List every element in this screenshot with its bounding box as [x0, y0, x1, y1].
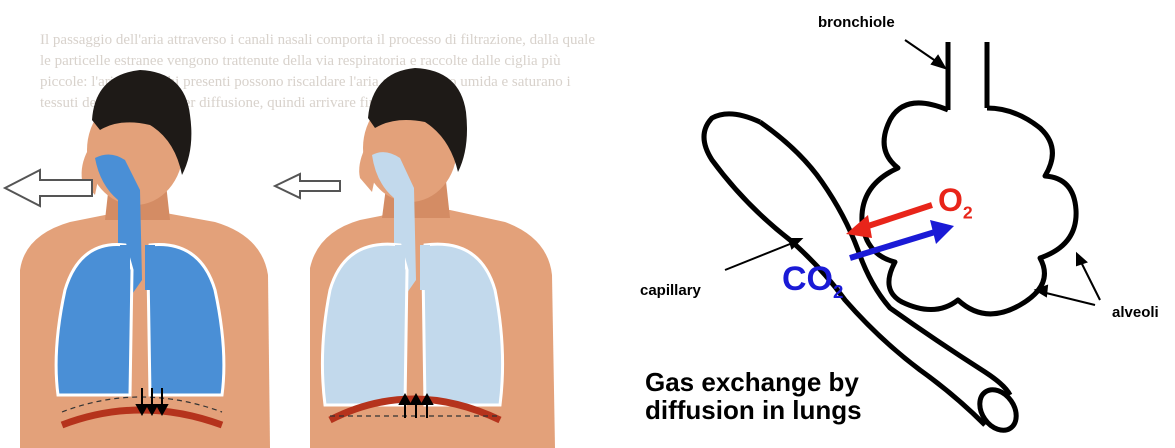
co2-label: CO2	[782, 260, 843, 303]
o2-label: O2	[938, 182, 973, 223]
o2-arrow	[846, 205, 932, 238]
diagram-title: Gas exchange by diffusion in lungs	[645, 368, 862, 424]
title-line-2: diffusion in lungs	[645, 396, 862, 424]
bronchiole-label: bronchiole	[818, 14, 895, 31]
alveolus-outline	[862, 42, 1076, 314]
alveoli-label: alveoli	[1112, 304, 1159, 321]
capillary-label: capillary	[640, 282, 701, 299]
title-line-1: Gas exchange by	[645, 368, 862, 396]
